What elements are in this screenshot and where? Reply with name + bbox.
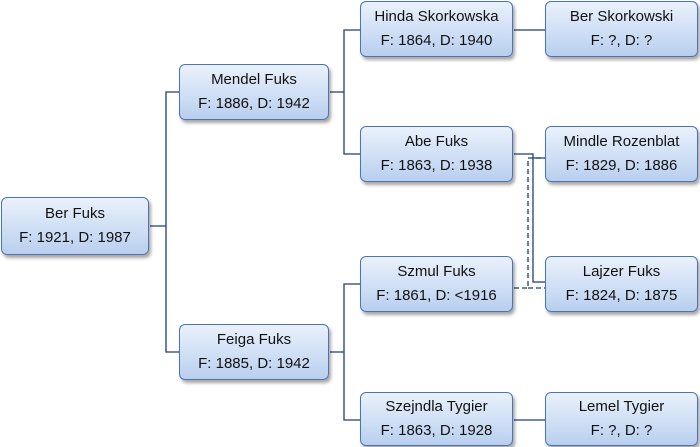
person-dates: F: 1861, D: <1916 xyxy=(376,287,497,304)
person-name: Ber Skorkowski xyxy=(569,8,674,25)
connector-mendel-parents xyxy=(330,29,360,155)
person-name: Lajzer Fuks xyxy=(582,263,661,280)
person-box-lajzer-fuks[interactable]: Lajzer Fuks F: 1824, D: 1875 xyxy=(545,256,698,312)
person-dates: F: 1863, D: 1938 xyxy=(380,157,493,174)
person-box-ber-fuks[interactable]: Ber Fuks F: 1921, D: 1987 xyxy=(1,197,149,255)
person-dates: F: 1921, D: 1987 xyxy=(19,229,131,246)
person-name: Mendel Fuks xyxy=(211,71,297,88)
person-box-lemel-tygier[interactable]: Lemel Tygier F: ?, D: ? xyxy=(545,392,698,446)
person-box-hinda-skorkowska[interactable]: Hinda Skorkowska F: 1864, D: 1940 xyxy=(360,1,513,57)
connector-szmul-parents xyxy=(514,157,545,289)
person-name: Szejndla Tygier xyxy=(385,398,488,415)
connector-ber-parents xyxy=(150,91,179,353)
person-box-szmul-fuks[interactable]: Szmul Fuks F: 1861, D: <1916 xyxy=(360,256,513,312)
person-name: Lemel Tygier xyxy=(578,398,665,415)
person-dates: F: 1863, D: 1928 xyxy=(380,422,493,439)
person-box-szejndla-tygier[interactable]: Szejndla Tygier F: 1863, D: 1928 xyxy=(360,392,513,446)
person-box-feiga-fuks[interactable]: Feiga Fuks F: 1885, D: 1942 xyxy=(179,324,329,380)
person-dates: F: 1824, D: 1875 xyxy=(565,287,678,304)
person-dates: F: 1886, D: 1942 xyxy=(198,95,310,112)
person-dates: F: 1864, D: 1940 xyxy=(380,32,493,49)
connector-feiga-parents xyxy=(330,283,360,421)
person-box-ber-skorkowski[interactable]: Ber Skorkowski F: ?, D: ? xyxy=(545,1,698,57)
person-name: Mindle Rozenblat xyxy=(563,133,680,150)
person-name: Szmul Fuks xyxy=(397,263,476,280)
person-box-mendel-fuks[interactable]: Mendel Fuks F: 1886, D: 1942 xyxy=(179,64,329,120)
person-name: Ber Fuks xyxy=(44,205,105,222)
person-name: Feiga Fuks xyxy=(216,331,292,348)
person-name: Hinda Skorkowska xyxy=(374,8,499,25)
person-dates: F: 1885, D: 1942 xyxy=(198,355,310,372)
person-box-abe-fuks[interactable]: Abe Fuks F: 1863, D: 1938 xyxy=(360,126,513,182)
person-name: Abe Fuks xyxy=(404,133,469,150)
person-dates: F: ?, D: ? xyxy=(590,32,653,49)
person-dates: F: 1829, D: 1886 xyxy=(565,157,678,174)
connector-abe-parents xyxy=(514,153,545,283)
person-box-mindle-rozenblat[interactable]: Mindle Rozenblat F: 1829, D: 1886 xyxy=(545,126,698,182)
person-dates: F: ?, D: ? xyxy=(590,422,653,439)
